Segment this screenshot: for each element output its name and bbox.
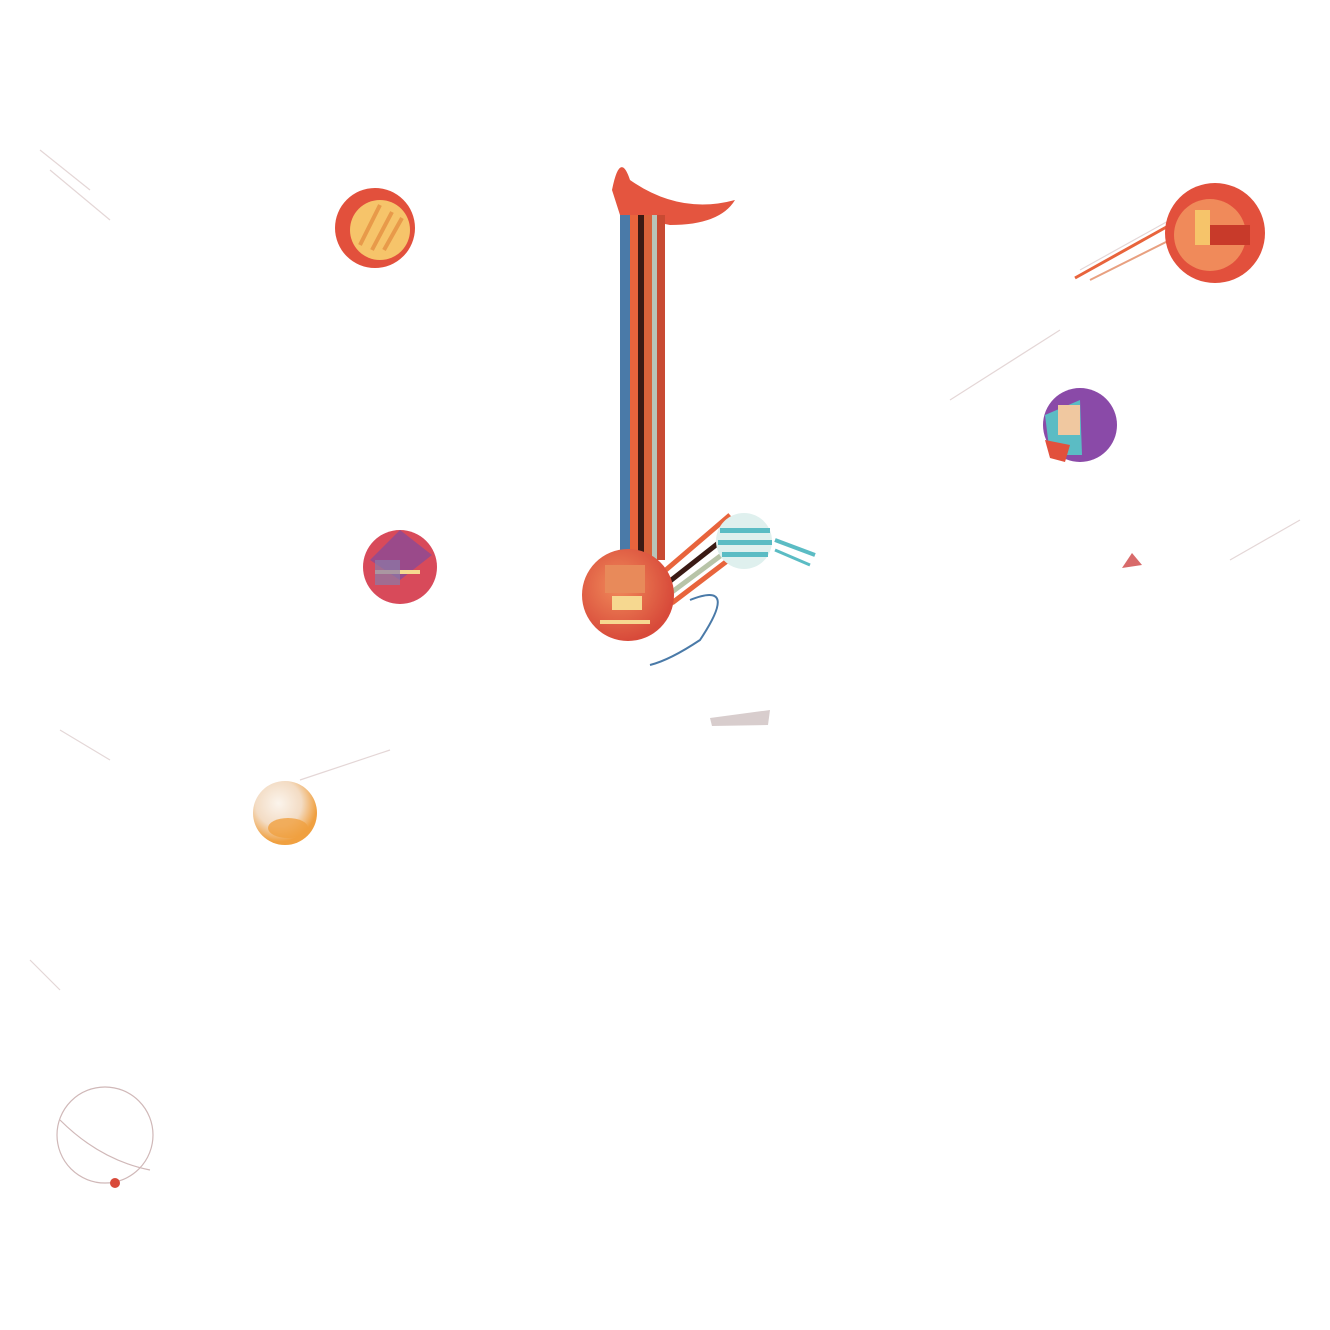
orange-sphere-top-left: [335, 188, 415, 268]
pale-sphere: [253, 781, 317, 845]
orange-sphere-top-right: [1074, 183, 1265, 283]
pink-sphere: [363, 530, 437, 604]
small-red-mark: [1122, 553, 1142, 568]
small-mark-grey: [710, 710, 770, 726]
striped-column: [612, 167, 735, 560]
faint-sketch-bottom-left: [56, 1086, 154, 1188]
orange-sphere-base: [582, 549, 674, 641]
sketch-streaks: [29, 149, 1301, 991]
teal-sphere: [716, 513, 816, 569]
purple-teal-sphere: [1043, 388, 1117, 462]
